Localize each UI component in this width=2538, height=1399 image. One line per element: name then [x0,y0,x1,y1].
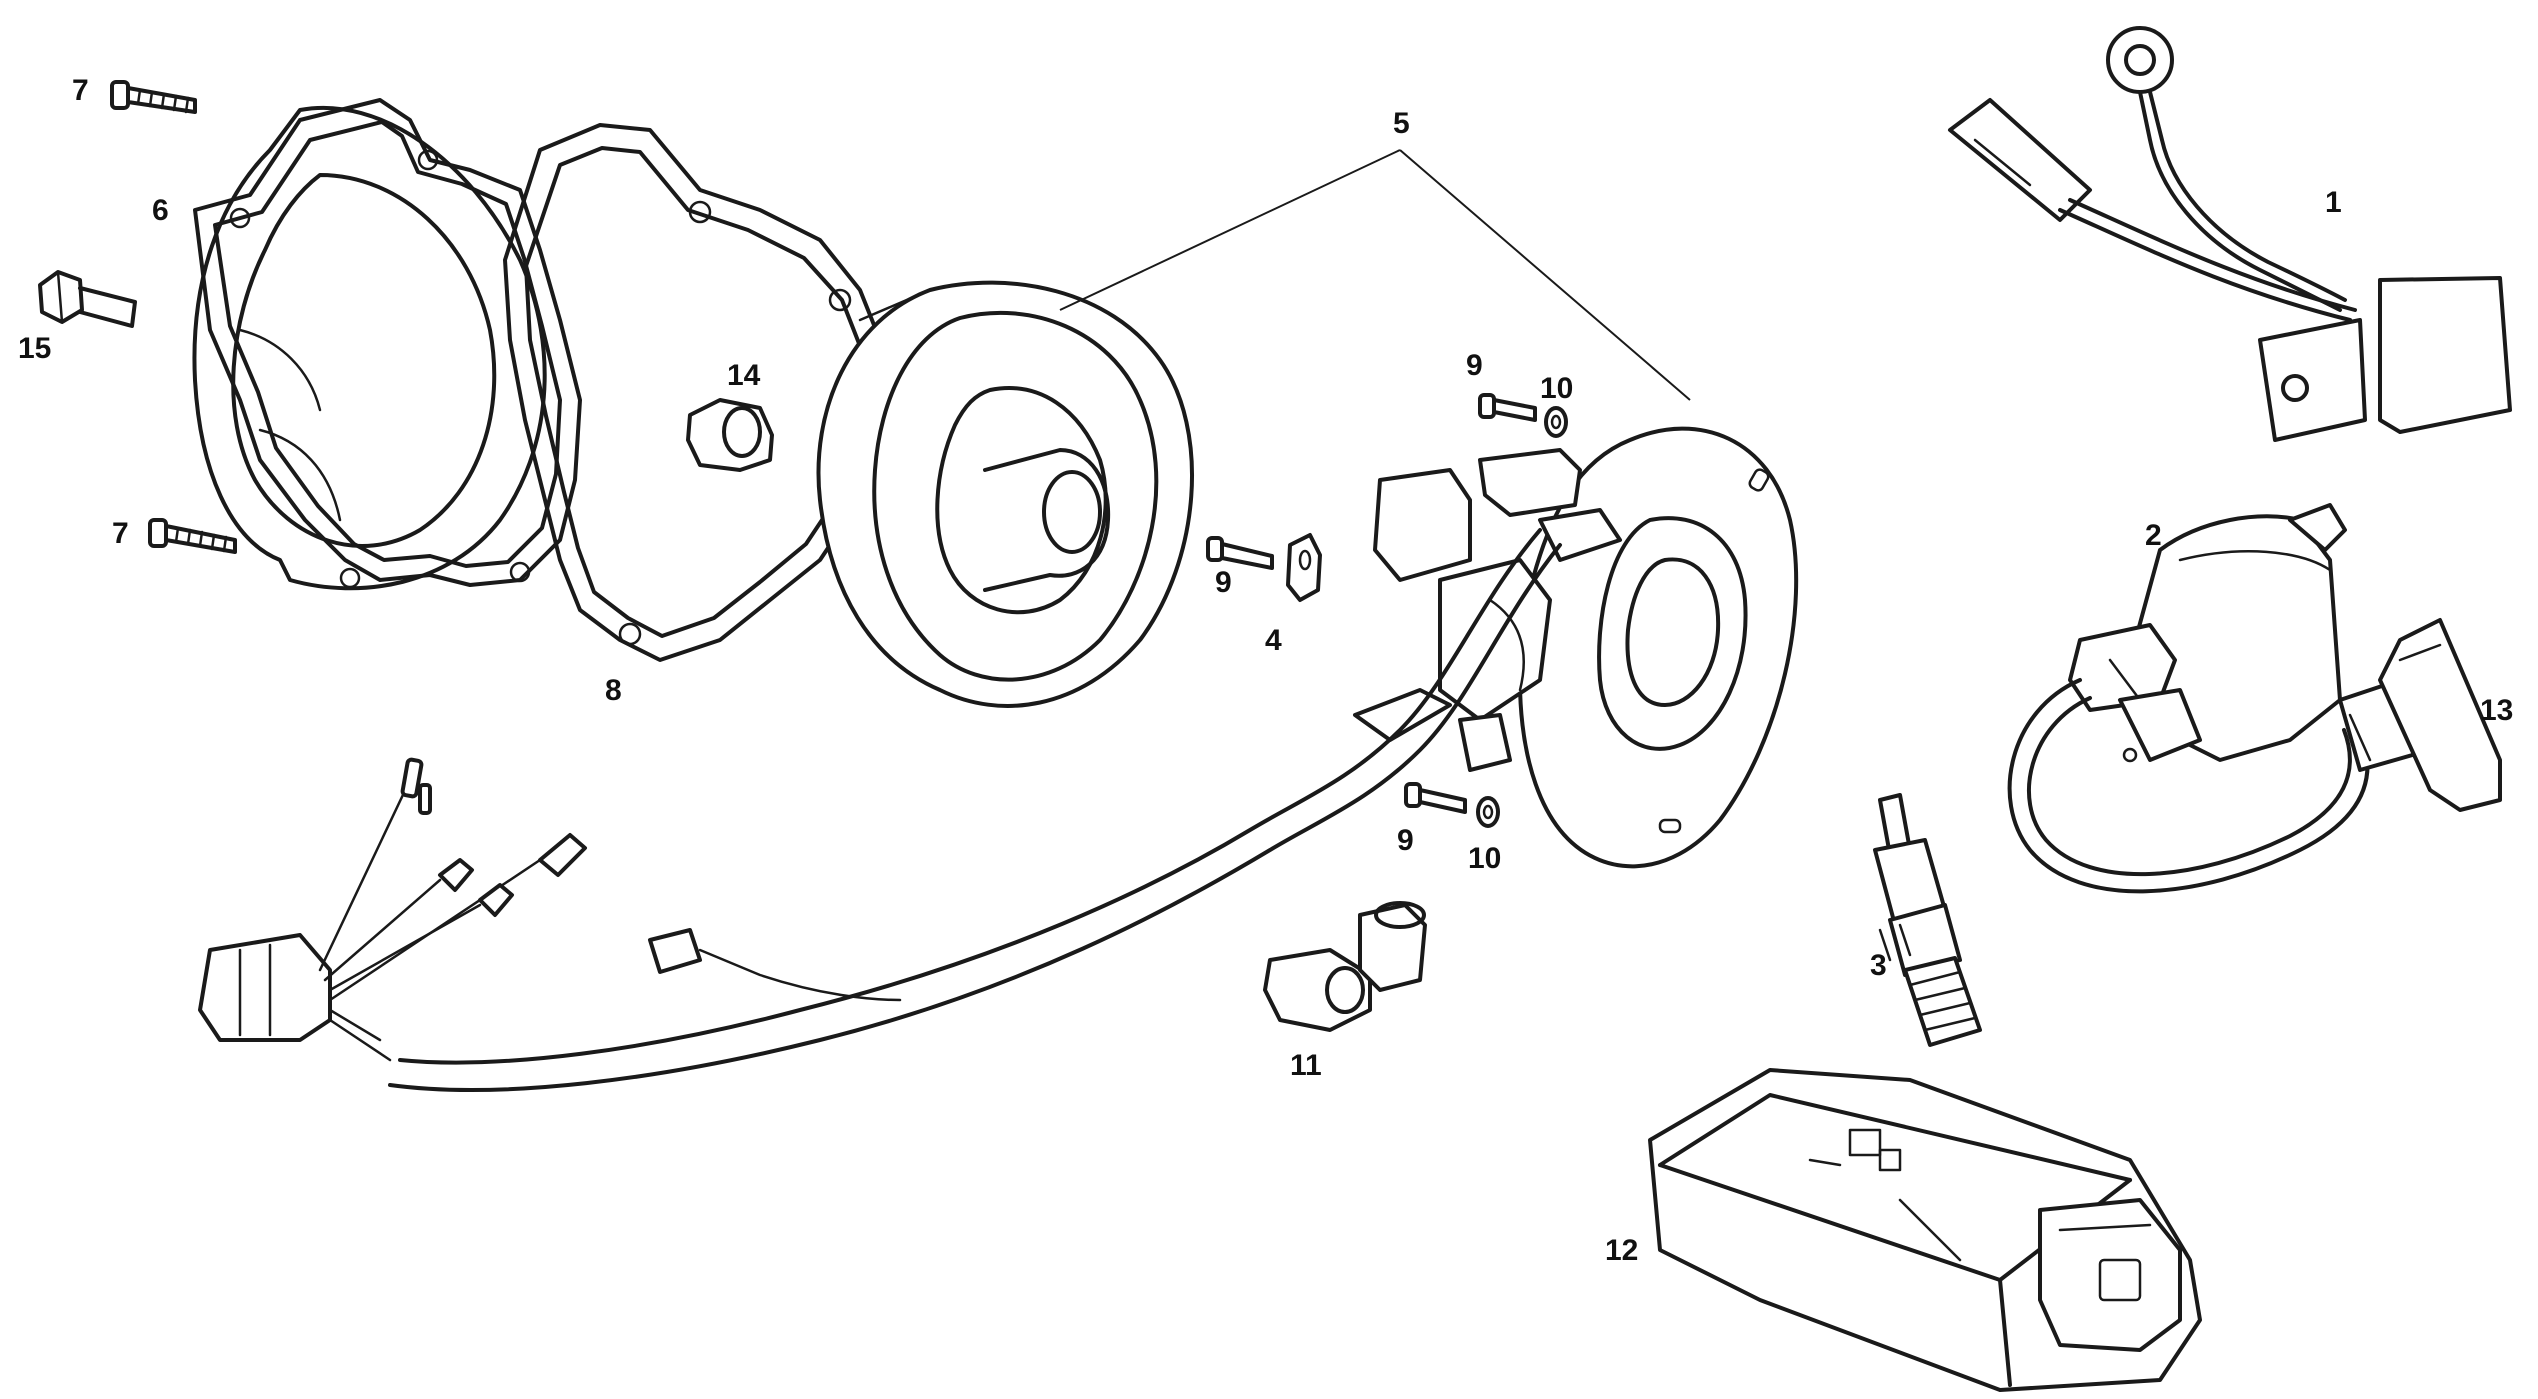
callout-15: 15 [18,332,51,365]
callout-7-bottom: 7 [112,517,129,550]
callout-7-top: 7 [72,74,89,107]
callout-3: 3 [1870,949,1887,982]
part-3-spark-plug [1873,793,1982,1047]
part-9-screw-upper [1478,393,1537,422]
callout-5: 5 [1393,107,1410,140]
part-11-sensor [1263,901,1427,1032]
part-9-screw-lower [1404,782,1467,814]
part-10-washer-upper [1544,406,1568,438]
part-1-regulator [1948,26,2512,442]
callout-10-lower: 10 [1468,842,1501,875]
part-9-screw-middle [1206,536,1274,570]
callout-13: 13 [2480,694,2513,727]
callout-9-middle: 9 [1215,566,1232,599]
part-14-nut [686,398,774,472]
callout-6: 6 [152,194,169,227]
leader-5-stator [1399,149,1691,401]
callout-8: 8 [605,674,622,707]
callout-12: 12 [1605,1234,1638,1267]
callout-11: 11 [1290,1049,1322,1082]
callout-2: 2 [2145,519,2162,552]
part-2-ignition-coil [2007,503,2370,894]
part-7-screw-top [110,80,197,114]
part-8-gasket [503,123,882,662]
part-5-stator-plate [1373,426,1799,869]
part-7-screw-bottom [148,518,237,554]
part-10-washer-lower [1476,796,1500,828]
wiring-harness [198,528,1562,1092]
part-12-cdi-unit [1648,1068,2202,1392]
callout-4: 4 [1265,624,1282,657]
part-15-bolt [38,270,137,328]
part-4-key [1286,533,1322,602]
callout-9-upper: 9 [1466,349,1483,382]
part-6-flywheel-cover [192,98,582,591]
part-5-flywheel-rotor [816,280,1194,708]
part-13-plug-cap [2338,618,2502,812]
callout-14: 14 [727,359,761,392]
callout-1: 1 [2325,186,2342,219]
leader-5-rotor [1059,149,1401,311]
callout-10-upper: 10 [1540,372,1573,405]
callout-9-lower: 9 [1397,824,1414,857]
